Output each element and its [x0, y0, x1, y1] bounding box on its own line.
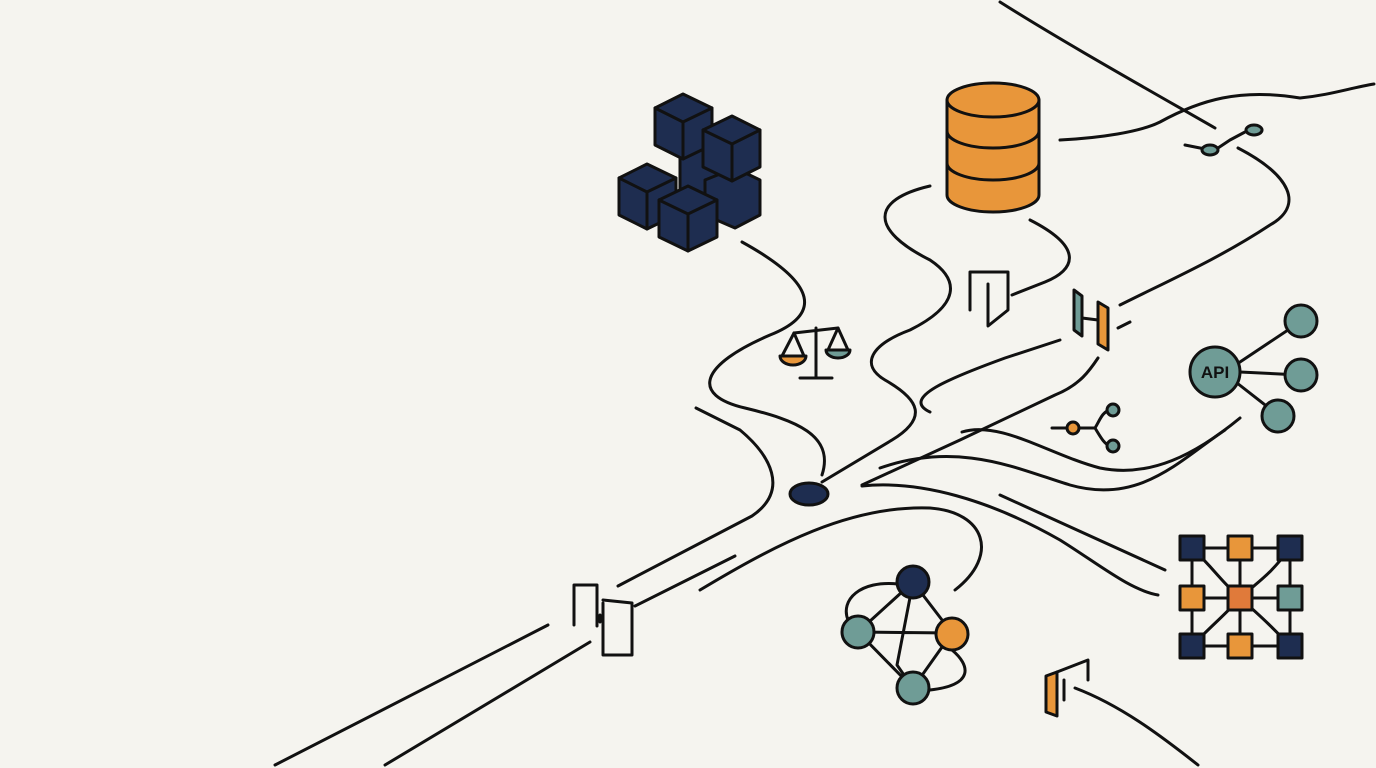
line-top-right-to-gate	[1118, 146, 1291, 307]
fork-connector-top-right	[1183, 123, 1264, 157]
fork-connector-mid	[1050, 402, 1121, 454]
line-branch-low	[860, 356, 1100, 487]
trunk-line-right	[383, 640, 592, 767]
node-grid-icon	[1178, 534, 1304, 660]
line-bottom-right-exit	[1073, 686, 1200, 767]
line-cubes-to-node	[708, 240, 826, 477]
line-to-grid-b	[998, 493, 1167, 572]
line-to-api-a	[960, 416, 1242, 472]
balance-scale-icon	[778, 326, 852, 380]
line-to-api-b	[878, 428, 1227, 492]
gate-icon	[968, 270, 1010, 328]
line-to-grid-a	[860, 483, 1160, 597]
api-label: API	[1201, 363, 1229, 382]
line-node-to-database	[820, 184, 952, 484]
trunk-line-left	[273, 623, 550, 767]
line-db-to-gate	[1010, 218, 1071, 297]
database-icon	[945, 81, 1041, 214]
cube-cluster-icon	[617, 92, 762, 253]
trunk-upper-left	[616, 406, 775, 588]
gate-icon	[1044, 658, 1090, 718]
api-hub-icon: API	[1188, 303, 1319, 434]
trunk-upper-mid	[633, 554, 737, 608]
central-node	[788, 481, 830, 507]
flow-lines	[273, 0, 1376, 767]
network-graph-icon	[840, 564, 970, 706]
line-branch-mid	[919, 338, 1062, 414]
curve-to-graph	[698, 506, 983, 592]
gate-icon	[572, 583, 634, 657]
gate-icon	[1072, 288, 1132, 352]
line-top-right-b	[1058, 82, 1376, 142]
line-top-right-a	[998, 0, 1217, 130]
